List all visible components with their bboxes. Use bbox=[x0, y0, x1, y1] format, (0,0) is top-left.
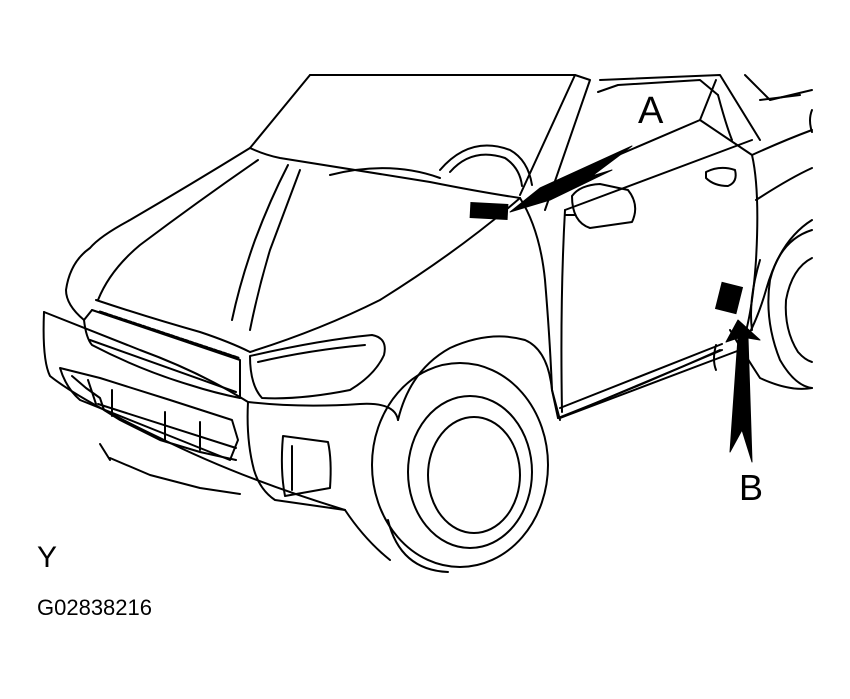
windshield-and-roof bbox=[249, 74, 813, 211]
rear-wheel bbox=[750, 229, 813, 389]
front-bumper bbox=[42, 311, 399, 511]
rear-body bbox=[729, 109, 813, 390]
pointer-arrow-b bbox=[725, 319, 761, 463]
view-letter: Y bbox=[37, 541, 58, 574]
front-door bbox=[559, 79, 759, 419]
figure-code: G02838216 bbox=[37, 595, 152, 620]
callout-label-b: B bbox=[739, 467, 764, 508]
rocker-panel bbox=[557, 343, 723, 419]
hood bbox=[65, 147, 521, 353]
callout-label-a: A bbox=[638, 90, 664, 132]
label-a-sticker bbox=[469, 202, 509, 220]
front-fender bbox=[344, 197, 561, 561]
fog-lamp bbox=[280, 435, 332, 497]
grille bbox=[83, 309, 241, 399]
side-mirror bbox=[564, 183, 637, 229]
wiper-and-cowl bbox=[329, 144, 533, 187]
headlight bbox=[249, 334, 386, 400]
label-b-sticker bbox=[714, 281, 744, 315]
pointer-arrow-a bbox=[509, 145, 633, 213]
front-wheel bbox=[371, 362, 549, 573]
